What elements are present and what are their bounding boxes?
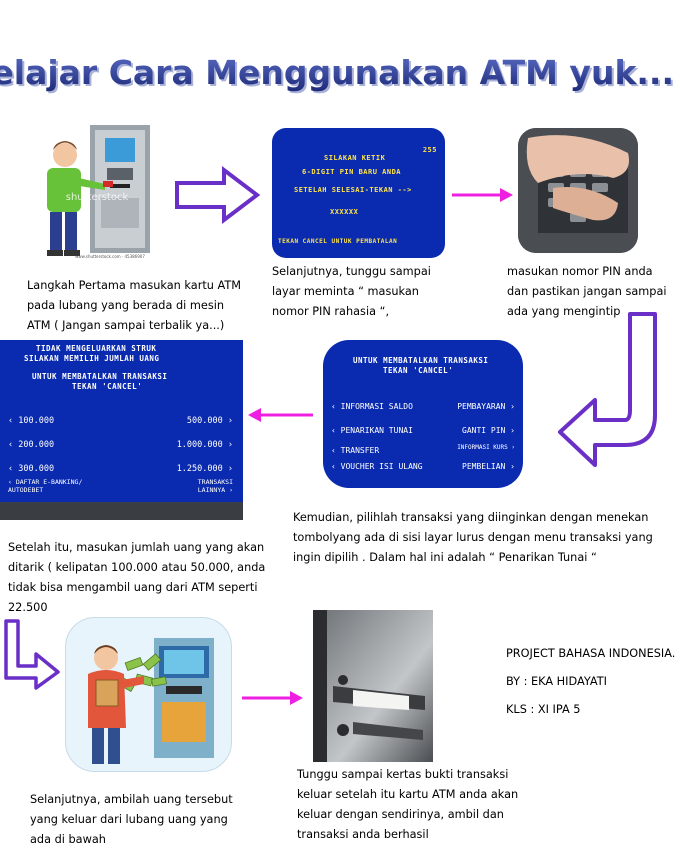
menu-item-voucher: ‹ VOUCHER ISI ULANG: [331, 462, 423, 471]
receipt-slot-photo: [313, 610, 433, 762]
caption-line: ada yang mengintip: [507, 305, 621, 318]
caption-line: transaksi anda berhasil: [297, 828, 429, 841]
menu-item-transfer: ‹ TRANSFER: [331, 446, 380, 455]
caption-line: tidak bisa mengambil uang dari ATM seper…: [8, 581, 258, 594]
caption-line: Langkah Pertama masukan kartu ATM: [27, 279, 242, 292]
amount-option: 500.000 ›: [186, 416, 233, 426]
menu-item-informasi-kurs: INFORMASI KURS ›: [457, 444, 515, 451]
amount-option: TRANSAKSI LAINNYA ›: [197, 478, 233, 494]
caption-line: ada di bawah: [30, 833, 106, 846]
screen-bezel: [0, 502, 243, 520]
caption-line: ingin dipilih . Dalam hal ini adalah “ P…: [293, 551, 597, 564]
step1-illustration: shutterstock www.shutterstock.com · 4538…: [35, 120, 160, 260]
credit-text: www.shutterstock.com · 45386907: [75, 254, 145, 259]
caption-line: tombolyang ada di sisi layar lurus denga…: [293, 531, 653, 544]
step2-caption: Selanjutnya, tunggu sampai layar meminta…: [272, 262, 462, 322]
screen-header: UNTUK MEMBATALKAN TRANSAKSI: [353, 356, 489, 365]
caption-line: Setelah itu, masukan jumlah uang yang ak…: [8, 541, 265, 554]
keypad-photo: [518, 128, 638, 253]
menu-item-penarikan-tunai: ‹ PENARIKAN TUNAI: [331, 426, 413, 435]
screen-code: 255: [422, 146, 437, 154]
caption-line: layar meminta “ masukan: [272, 285, 419, 298]
step6-caption: Selanjutnya, ambilah uang tersebut yang …: [30, 790, 270, 850]
amount-option: 1.250.000 ›: [176, 464, 233, 474]
u-turn-arrow-icon: [555, 310, 665, 475]
screen-line: TEKAN CANCEL UNTUK PEMBATALAN: [278, 238, 398, 245]
caption-line: Tunggu sampai kertas bukti transaksi: [297, 768, 509, 781]
screen-line: XXXXXX: [330, 208, 359, 216]
caption-line: dan pastikan jangan sampai: [507, 285, 667, 298]
author-label: BY : EKA HIDAYATI: [506, 675, 607, 688]
step4-caption: Kemudian, pilihlah transaksi yang diingi…: [293, 508, 678, 568]
step6-illustration: [65, 617, 232, 772]
caption-line: Kemudian, pilihlah transaksi yang diingi…: [293, 511, 649, 524]
screen-line: 6-DIGIT PIN BARU ANDA: [302, 168, 402, 176]
l-turn-arrow-icon: [2, 618, 62, 690]
amount-option: 1.000.000 ›: [176, 440, 233, 450]
arrow-right-icon: [172, 165, 262, 225]
watermark-text: shutterstock: [66, 192, 129, 203]
screen-header: UNTUK MEMBATALKAN TRANSAKSI: [32, 372, 168, 381]
caption-line: ATM ( Jangan sampai terbalik ya...): [27, 319, 225, 332]
step5-caption: Setelah itu, masukan jumlah uang yang ak…: [8, 538, 268, 618]
amount-option: ‹ 200.000: [8, 440, 55, 450]
menu-item-pembayaran: PEMBAYARAN ›: [457, 402, 515, 411]
svg-text:Belajar Cara Menggunakan ATM y: Belajar Cara Menggunakan ATM yuk... :): [0, 55, 680, 94]
caption-line: pada lubang yang berada di mesin: [27, 299, 225, 312]
amount-option: ‹ DAFTAR E-BANKING/ AUTODEBET: [8, 478, 83, 494]
caption-line: 22.500: [8, 601, 48, 614]
amount-option: ‹ 100.000: [8, 416, 55, 426]
step1-caption: Langkah Pertama masukan kartu ATM pada l…: [27, 276, 267, 336]
menu-item-informasi-saldo: ‹ INFORMASI SALDO: [331, 402, 413, 411]
screen-line: SETELAH SELESAI-TEKAN -->: [294, 186, 412, 194]
caption-line: yang keluar dari lubang uang yang: [30, 813, 228, 826]
arrow-left-icon: [245, 405, 315, 425]
title-text: Belajar Cara Menggunakan ATM yuk... :): [0, 53, 680, 92]
caption-line: Selanjutnya, tunggu sampai: [272, 265, 431, 278]
caption-line: keluar dengan sendirinya, ambil dan: [297, 808, 504, 821]
amount-option: ‹ 300.000: [8, 464, 55, 474]
screen-header: TIDAK MENGELUARKAN STRUK: [36, 344, 157, 353]
menu-item-pembelian: PEMBELIAN ›: [462, 462, 515, 471]
page-title: Belajar Cara Menggunakan ATM yuk... :) B…: [0, 28, 680, 98]
screen-header: TEKAN 'CANCEL': [72, 382, 143, 391]
credits-block: PROJECT BAHASA INDONESIA. BY : EKA HIDAY…: [506, 640, 680, 724]
pin-screen: 255 SILAKAN KETIK 6-DIGIT PIN BARU ANDA …: [272, 128, 445, 258]
caption-line: ditarik ( kelipatan 100.000 atau 50.000,…: [8, 561, 266, 574]
caption-line: masukan nomor PIN anda: [507, 265, 653, 278]
screen-header: TEKAN 'CANCEL': [383, 366, 454, 375]
arrow-right-icon: [240, 688, 305, 708]
project-label: PROJECT BAHASA INDONESIA.: [506, 647, 676, 660]
arrow-right-icon: [450, 185, 515, 205]
class-label: KLS : XI IPA 5: [506, 703, 581, 716]
screen-header: SILAKAN MEMILIH JUMLAH UANG: [24, 354, 160, 363]
menu-item-ganti-pin: GANTI PIN ›: [462, 426, 515, 435]
caption-line: keluar setelah itu kartu ATM anda akan: [297, 788, 519, 801]
screen-line: SILAKAN KETIK: [324, 154, 386, 162]
step3-caption: masukan nomor PIN anda dan pastikan jang…: [507, 262, 677, 322]
caption-line: Selanjutnya, ambilah uang tersebut: [30, 793, 233, 806]
step7-caption: Tunggu sampai kertas bukti transaksi kel…: [297, 765, 537, 845]
amount-screen: TIDAK MENGELUARKAN STRUK SILAKAN MEMILIH…: [0, 340, 243, 520]
caption-line: nomor PIN rahasia “,: [272, 305, 390, 318]
menu-screen: UNTUK MEMBATALKAN TRANSAKSI TEKAN 'CANCE…: [323, 340, 523, 488]
